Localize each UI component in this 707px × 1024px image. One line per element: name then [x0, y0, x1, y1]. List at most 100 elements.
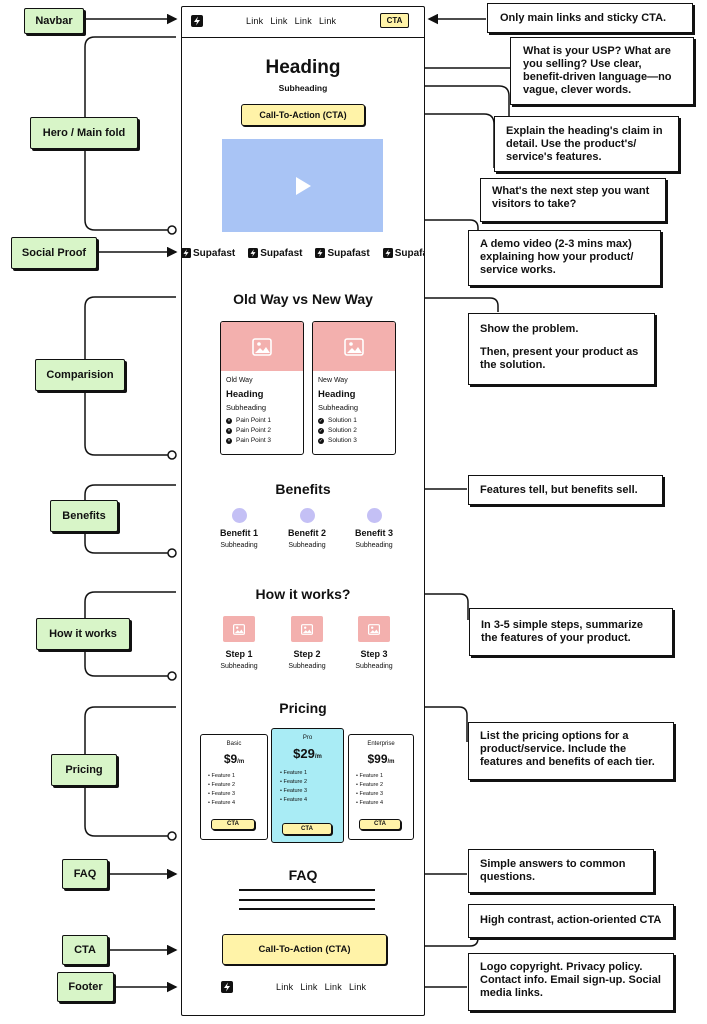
footer-link[interactable]: Link	[324, 982, 342, 992]
logo-text: Supafas	[394, 247, 424, 259]
plan-cta-button[interactable]: CTA	[282, 823, 332, 835]
benefit-icon	[231, 508, 247, 523]
plan-feature: Feature 2	[208, 782, 260, 788]
x-icon: ×	[226, 417, 232, 424]
hero-cta-button[interactable]: Call-To-Action (CTA)	[241, 104, 365, 126]
image-icon	[368, 623, 380, 635]
benefit-sub: Subheading	[355, 542, 393, 549]
plan-feature: Feature 4	[356, 800, 406, 806]
step-name: Step 3	[360, 649, 388, 659]
step-image	[223, 616, 255, 642]
pricing-card-enterprise: Enterprise $99/m Feature 1 Feature 2 Fea…	[348, 734, 414, 840]
image-icon	[344, 337, 364, 356]
image-icon	[233, 623, 245, 635]
x-icon: ×	[226, 427, 232, 434]
faq-line	[239, 889, 375, 891]
check-icon: ✓	[318, 437, 324, 444]
price-value: $9	[223, 752, 238, 766]
nav-link[interactable]: Link	[246, 16, 264, 26]
note-comparison: Show the problem. Then, present your pro…	[468, 313, 655, 385]
label-text: Social Proof	[21, 247, 87, 259]
label-text: Comparision	[46, 369, 114, 381]
plan-name: Pro	[302, 735, 313, 741]
logo-text: Supafast	[327, 247, 370, 259]
solution-text: Solution 2	[328, 427, 357, 434]
plan-feature: Feature 1	[356, 773, 406, 779]
step-image	[358, 616, 390, 642]
label-text: FAQ	[73, 868, 97, 880]
plan-feature: Feature 3	[356, 791, 406, 797]
pain-point: ×Pain Point 1	[226, 417, 298, 424]
benefit-name: Benefit 2	[287, 528, 326, 538]
benefit-icon	[299, 508, 315, 523]
check-icon: ✓	[318, 417, 324, 424]
pricing-card-basic: Basic $9/m Feature 1 Feature 2 Feature 3…	[200, 734, 268, 840]
footer-link[interactable]: Link	[276, 982, 294, 992]
hero-heading: Heading	[265, 57, 341, 78]
label-text: Navbar	[35, 15, 73, 27]
note-text: High contrast, action-oriented CTA	[480, 914, 662, 926]
pricing-card-pro: Pro $29/m Feature 1 Feature 2 Feature 3 …	[271, 728, 344, 843]
image-icon	[252, 337, 272, 356]
label-text: Benefits	[62, 510, 106, 522]
benefit-name: Benefit 1	[219, 528, 258, 538]
note-text: Explain the heading's claim in detail. U…	[506, 125, 663, 163]
note-text: What is your USP? What are you selling? …	[523, 45, 672, 96]
plan-feature: Feature 3	[208, 791, 260, 797]
note-text: Logo copyright. Privacy policy. Contact …	[480, 961, 661, 999]
note-text: List the pricing options for a product/s…	[480, 730, 655, 768]
plan-name: Enterprise	[367, 741, 395, 747]
logo-text: Supafast	[193, 247, 236, 259]
plan-cta-button[interactable]: CTA	[359, 819, 401, 830]
plan-price: $29/m	[272, 746, 343, 761]
label-benefits: Benefits	[50, 500, 118, 532]
plan-feature: Feature 4	[208, 800, 260, 806]
nav-link[interactable]: Link	[294, 16, 312, 26]
step-sub: Subheading	[355, 663, 393, 670]
card-subheading: Subheading	[226, 403, 267, 412]
comparison-title: Old Way vs New Way	[233, 291, 373, 307]
nav-links: Link Link Link Link	[246, 16, 343, 26]
final-cta-button[interactable]: Call-To-Action (CTA)	[222, 934, 387, 965]
image-placeholder	[313, 322, 395, 371]
plan-cta-button[interactable]: CTA	[211, 819, 255, 830]
logo-supafast: Supafas	[382, 247, 424, 259]
nav-link[interactable]: Link	[270, 16, 288, 26]
nav-cta-button[interactable]: CTA	[380, 13, 409, 28]
x-icon: ×	[226, 437, 232, 444]
pain-point: × Pain Point 3	[226, 437, 298, 444]
note-text: Features tell, but benefits sell.	[480, 484, 638, 496]
nav-link[interactable]: Link	[318, 16, 337, 26]
check-icon: ✓	[318, 427, 324, 434]
footer-link[interactable]: Link	[348, 982, 367, 992]
note-pricing: List the pricing options for a product/s…	[468, 722, 674, 780]
solution-point: ✓Solution 3	[318, 437, 390, 444]
note-text: A demo video (2-3 mins max) explaining h…	[480, 238, 634, 276]
note-faq: Simple answers to common questions.	[468, 849, 654, 893]
benefits-title: Benefits	[275, 481, 331, 497]
plan-feature: Feature 4	[280, 797, 335, 803]
social-proof-logos: Supafast Supafast Supafast Supafas	[182, 245, 424, 261]
plan-name: Basic	[226, 741, 242, 747]
footer-logo-icon	[221, 981, 233, 993]
how-title: How it works?	[255, 586, 351, 602]
logo-supafast: Supafast	[248, 248, 302, 259]
solution-point: ✓ Solution 2	[318, 427, 390, 434]
step-item: Step 1 Subheading	[212, 616, 266, 670]
benefit-item: Benefit 3 Subheading	[347, 508, 401, 549]
plan-feature: Feature 3	[280, 788, 335, 794]
label-cta: CTA	[62, 935, 108, 965]
card-heading: Heading	[318, 389, 356, 400]
bolt-icon	[182, 248, 191, 258]
play-icon[interactable]	[294, 177, 312, 195]
footer-link[interactable]: Link	[300, 982, 318, 992]
price-value: $29	[293, 746, 315, 761]
demo-video[interactable]	[222, 139, 383, 232]
pricing-title: Pricing	[279, 700, 327, 716]
image-icon	[301, 623, 313, 635]
faq-line	[239, 899, 375, 901]
bolt-icon	[382, 248, 393, 258]
pain-point-text: Pain Point 3	[236, 437, 272, 444]
hero-subheading: Subheading	[278, 83, 328, 93]
benefit-sub: Subheading	[220, 542, 258, 549]
